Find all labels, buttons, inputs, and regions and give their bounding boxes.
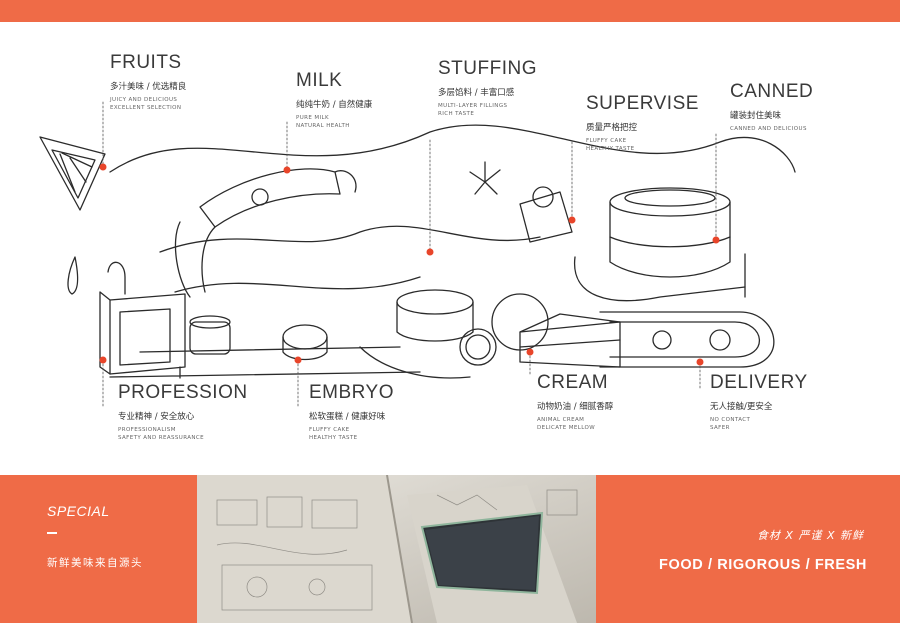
label-cream-title: CREAM (537, 372, 609, 393)
marker-cream (526, 348, 534, 356)
label-embryo: EMBRYO 松软蛋糕 / 健康好味 FLUFFY CAKE HEALTHY T… (309, 382, 394, 442)
label-fruits-sub2: EXCELLENT SELECTION (110, 105, 182, 111)
special-subtitle: 新鲜美味来自源头 (47, 557, 143, 569)
marker-canned (712, 236, 720, 244)
marker-milk (283, 166, 291, 174)
label-profession-title: PROFESSION (118, 382, 248, 403)
label-canned-sub1: CANNED AND DELICIOUS (730, 126, 807, 132)
firework-icon (469, 161, 501, 195)
label-cream-sub2: DELICATE MELLOW (537, 425, 596, 431)
special-divider (47, 532, 57, 534)
special-title: SPECIAL (47, 503, 110, 519)
drop-icon (67, 256, 79, 295)
label-profession: PROFESSION 专业精神 / 安全放心 PROFESSIONALISM S… (118, 382, 248, 442)
cake-slice-icon (519, 313, 621, 368)
top-accent-band (0, 0, 900, 22)
label-embryo-title: EMBRYO (309, 382, 395, 403)
label-fruits: FRUITS 多汁美味 / 优选精良 JUICY AND DELICIOUS E… (110, 52, 186, 112)
label-milk-sub2: NATURAL HEALTH (296, 123, 350, 129)
label-profession-sub2: SAFETY AND REASSURANCE (118, 435, 204, 441)
river-line (159, 225, 541, 253)
label-milk: MILK 纯纯牛奶 / 自然健康 PURE MILK NATURAL HEALT… (296, 70, 372, 130)
label-delivery-title: DELIVERY (710, 372, 808, 393)
illustration-canvas: FRUITS 多汁美味 / 优选精良 JUICY AND DELICIOUS E… (0, 22, 900, 475)
label-canned-title: CANNED (730, 81, 814, 102)
pipe-icon (599, 311, 775, 368)
tagline-cn: 食材 X 严谨 X 新鲜 (756, 529, 864, 542)
sketchbook-photo (197, 475, 596, 623)
label-fruits-cn: 多汁美味 / 优选精良 (110, 82, 187, 92)
label-delivery-sub2: SAFER (710, 425, 730, 431)
marker-supervise (568, 216, 576, 224)
building-icon (99, 261, 186, 375)
marker-delivery (696, 358, 704, 366)
label-milk-sub1: PURE MILK (296, 115, 330, 121)
label-supervise: SUPERVISE 质量严格把控 FLUFFY CAKE HEALTHY TAS… (586, 93, 699, 153)
tagline-en: FOOD / RIGOROUS / FRESH (659, 557, 867, 573)
bottom-band: SPECIAL 新鲜美味来自源头 (0, 475, 900, 623)
label-stuffing: STUFFING 多层馅料 / 丰富口感 MULTI-LAYER FILLING… (438, 58, 537, 118)
label-profession-sub1: PROFESSIONALISM (118, 427, 176, 433)
label-cream-sub1: ANIMAL CREAM (537, 417, 585, 423)
special-panel: SPECIAL 新鲜美味来自源头 (0, 475, 197, 623)
label-cream: CREAM 动物奶油 / 细腻香醇 ANIMAL CREAM DELICATE … (537, 372, 613, 432)
tagline-panel: 食材 X 严谨 X 新鲜 FOOD / RIGOROUS / FRESH (596, 475, 900, 623)
label-stuffing-sub1: MULTI-LAYER FILLINGS (438, 103, 508, 109)
marker-fruits (99, 163, 107, 171)
label-fruits-sub1: JUICY AND DELICIOUS (110, 97, 178, 103)
label-canned: CANNED 罐装封住美味 CANNED AND DELICIOUS (730, 81, 813, 133)
label-stuffing-cn: 多层馅料 / 丰富口感 (438, 88, 515, 98)
label-cream-cn: 动物奶油 / 细腻香醇 (537, 402, 614, 412)
label-milk-title: MILK (296, 70, 343, 91)
marker-embryo (294, 356, 302, 364)
marker-profession (99, 356, 107, 364)
label-profession-cn: 专业精神 / 安全放心 (118, 412, 195, 422)
label-embryo-sub1: FLUFFY CAKE (309, 427, 350, 433)
label-embryo-cn: 松软蛋糕 / 健康好味 (309, 412, 386, 422)
cake-pan-icon (282, 324, 328, 350)
label-supervise-title: SUPERVISE (586, 93, 699, 114)
line-art-illustration (39, 101, 796, 409)
label-delivery-sub1: NO CONTACT (710, 417, 751, 423)
label-delivery: DELIVERY 无人接触/更安全 NO CONTACT SAFER (710, 372, 808, 432)
sketchbook-image (197, 475, 596, 623)
milk-tube-icon (174, 168, 357, 298)
label-embryo-sub2: HEALTHY TASTE (309, 435, 358, 441)
marker-stuffing (426, 248, 434, 256)
label-fruits-title: FRUITS (110, 52, 182, 73)
hill-line (109, 124, 796, 173)
label-milk-cn: 纯纯牛奶 / 自然健康 (296, 100, 373, 110)
orange-slice-icon (39, 136, 106, 211)
label-supervise-sub1: FLUFFY CAKE (586, 138, 627, 144)
label-canned-cn: 罐装封住美味 (730, 111, 782, 121)
label-delivery-cn: 无人接触/更安全 (710, 402, 773, 412)
cake-icon (396, 289, 474, 315)
label-stuffing-title: STUFFING (438, 58, 537, 79)
canned-jar-icon (574, 187, 746, 302)
label-supervise-sub2: HEALTHY TASTE (586, 146, 635, 152)
pot-icon (189, 321, 231, 355)
label-stuffing-sub2: RICH TASTE (438, 111, 475, 117)
cup-icon (519, 186, 573, 243)
label-supervise-cn: 质量严格把控 (586, 123, 638, 133)
